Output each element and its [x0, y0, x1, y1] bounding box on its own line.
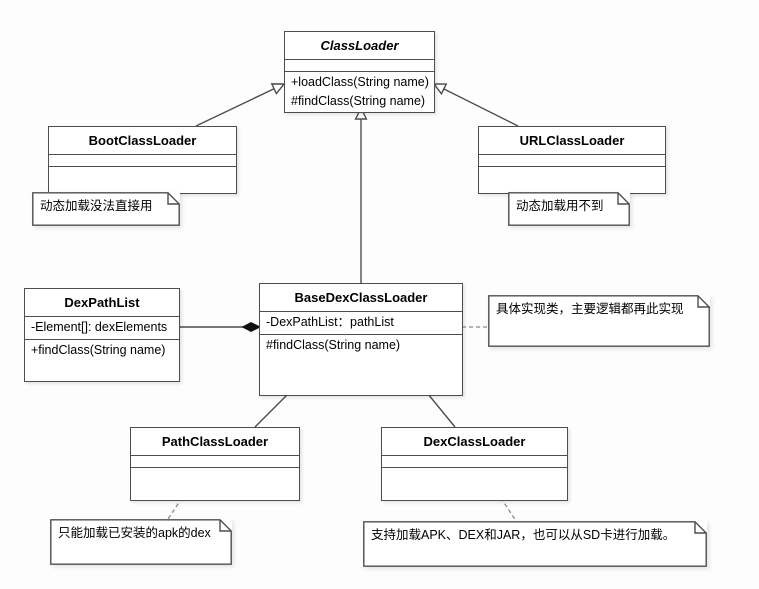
note-text-base: 具体实现类，主要逻辑都再此实现	[496, 302, 684, 316]
class-attributes-dexclassloader	[382, 456, 567, 468]
class-methods-classloader: +loadClass(String name) #findClass(Strin…	[285, 72, 434, 112]
class-attribute-row: -Element[]: dexElements	[31, 320, 168, 334]
class-attributes-bootclassloader	[49, 155, 236, 167]
class-methods-urlclassloader	[479, 167, 665, 193]
note-shape-icon	[363, 521, 707, 567]
note-box-path[interactable]: 只能加载已安装的apk的dex	[50, 519, 232, 565]
note-shape-icon	[50, 519, 232, 565]
class-methods-pathclassloader	[131, 468, 299, 500]
note-text-url: 动态加载用不到	[516, 199, 604, 213]
class-title-urlclassloader: URLClassLoader	[479, 127, 665, 155]
class-methods-dexpathlist: +findClass(String name)	[25, 340, 179, 382]
class-box-dexpathlist[interactable]: DexPathList -Element[]: dexElements +fin…	[24, 288, 180, 383]
note-anchor-dex	[496, 491, 519, 525]
class-methods-basedexclassloader: #findClass(String name)	[260, 335, 462, 396]
note-box-dex[interactable]: 支持加载APK、DEX和JAR，也可以从SD卡进行加载。	[363, 521, 707, 567]
note-text-path: 只能加载已安装的apk的dex	[58, 526, 211, 540]
class-attributes-urlclassloader	[479, 155, 665, 167]
class-attributes-dexpathlist: -Element[]: dexElements	[25, 317, 179, 340]
class-attributes-classloader	[285, 60, 434, 72]
class-title-basedexclassloader: BaseDexClassLoader	[260, 284, 462, 312]
note-text-boot: 动态加载没法直接用	[40, 199, 153, 213]
class-method-row: +findClass(String name)	[31, 342, 166, 357]
class-box-urlclassloader[interactable]: URLClassLoader	[478, 126, 666, 194]
class-box-pathclassloader[interactable]: PathClassLoader	[130, 427, 300, 501]
class-attribute-row: -DexPathList：pathList	[266, 315, 394, 329]
class-title-dexpathlist: DexPathList	[25, 289, 179, 317]
note-box-boot[interactable]: 动态加载没法直接用	[32, 192, 180, 226]
note-box-base[interactable]: 具体实现类，主要逻辑都再此实现	[488, 295, 710, 347]
note-shape-icon	[488, 295, 710, 347]
class-method-row: #findClass(String name)	[291, 93, 426, 108]
generalization-boot-to-classloader	[195, 83, 286, 127]
generalization-url-to-classloader	[432, 83, 519, 127]
class-title-pathclassloader: PathClassLoader	[131, 428, 299, 456]
class-attributes-basedexclassloader: -DexPathList：pathList	[260, 312, 462, 335]
class-title-classloader: ClassLoader	[285, 32, 434, 60]
class-title-bootclassloader: BootClassLoader	[49, 127, 236, 155]
class-method-row: +loadClass(String name)	[291, 75, 429, 89]
class-box-basedexclassloader[interactable]: BaseDexClassLoader -DexPathList：pathList…	[259, 283, 463, 397]
class-attributes-pathclassloader	[131, 456, 299, 468]
note-box-url[interactable]: 动态加载用不到	[508, 192, 630, 226]
class-title-dexclassloader: DexClassLoader	[382, 428, 567, 456]
note-shape-icon	[508, 192, 630, 226]
note-anchor-path	[165, 491, 187, 523]
class-methods-dexclassloader	[382, 468, 567, 500]
class-box-classloader[interactable]: ClassLoader +loadClass(String name) #fin…	[284, 31, 435, 114]
note-text-dex: 支持加载APK、DEX和JAR，也可以从SD卡进行加载。	[371, 528, 676, 542]
class-methods-bootclassloader	[49, 167, 236, 193]
note-shape-icon	[32, 192, 180, 226]
class-box-dexclassloader[interactable]: DexClassLoader	[381, 427, 568, 501]
class-method-row: #findClass(String name)	[266, 337, 401, 352]
class-box-bootclassloader[interactable]: BootClassLoader	[48, 126, 237, 194]
